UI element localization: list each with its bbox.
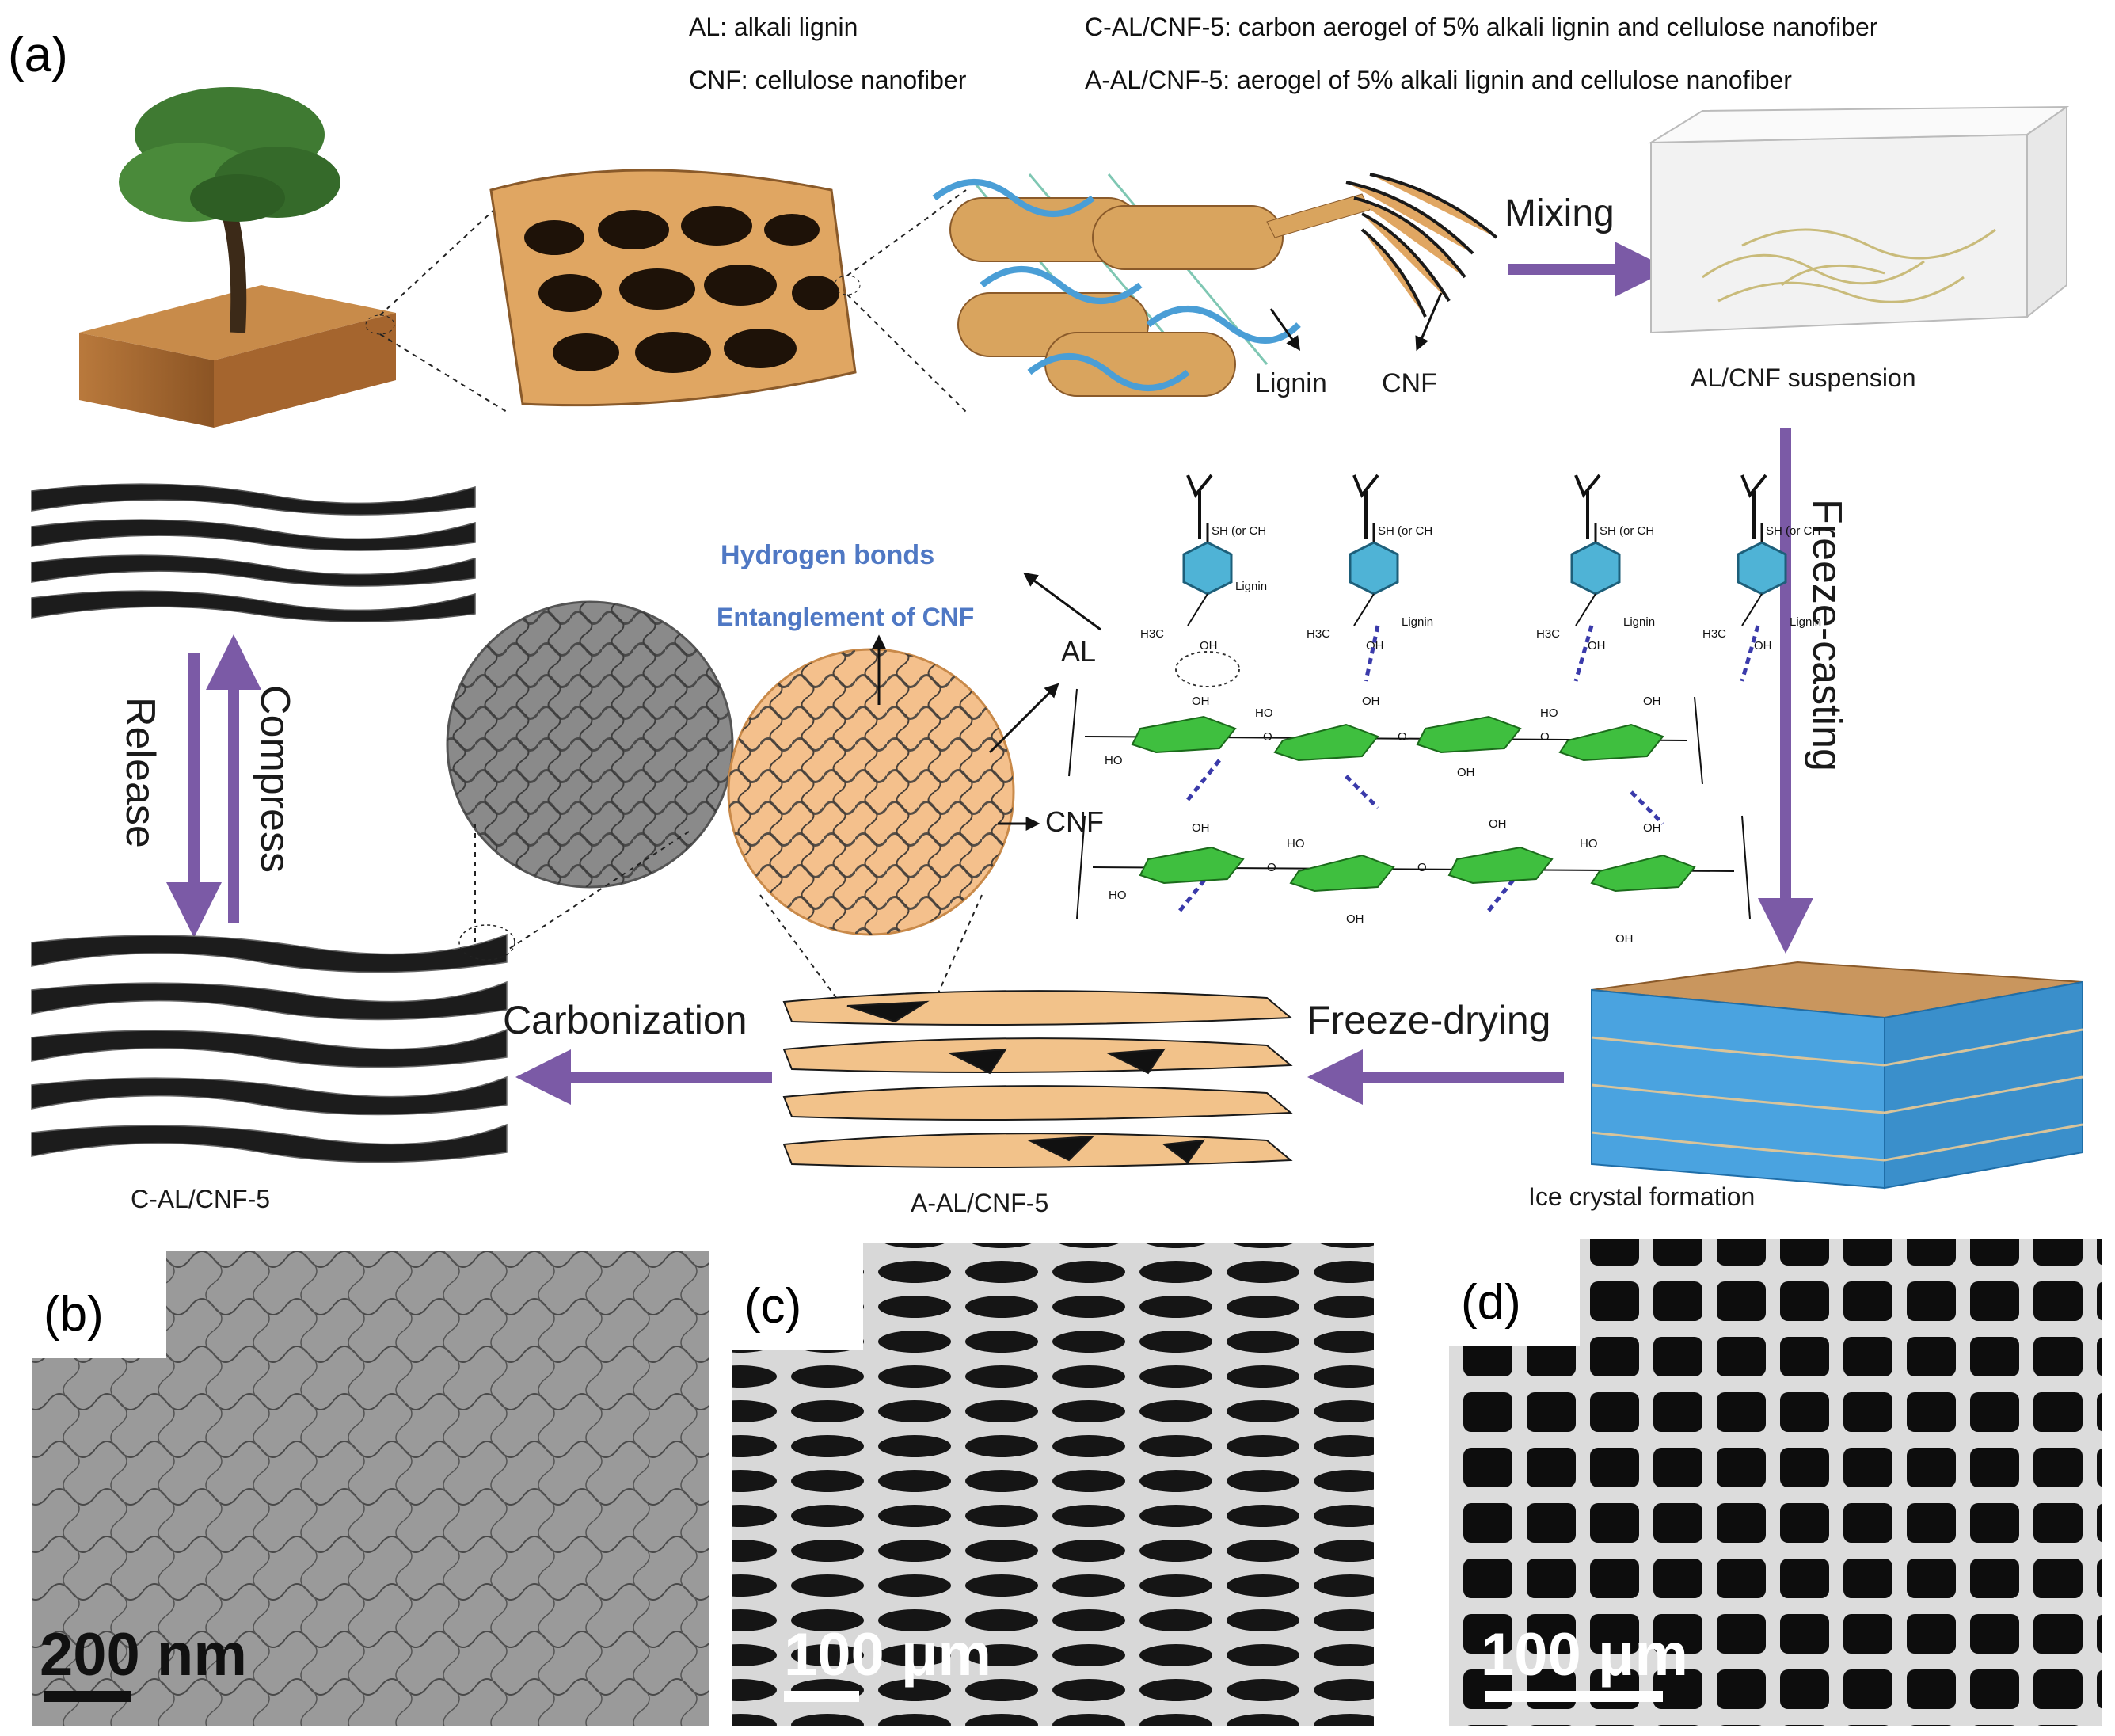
- scale-bar-c-label: 100 μm: [784, 1621, 991, 1688]
- legend-cnf: CNF: cellulose nanofiber: [689, 66, 967, 94]
- legend-c-al-cnf-5: C-AL/CNF-5: carbon aerogel of 5% alkali …: [1085, 13, 1878, 41]
- cnf-fiber-label: CNF: [1382, 368, 1437, 398]
- hydrogen-bonds-label: Hydrogen bonds: [721, 540, 934, 570]
- lignin-unit-4: [1182, 474, 1233, 626]
- carbonization-label: Carbonization: [503, 998, 747, 1042]
- compress-label: Compress: [252, 685, 298, 873]
- tree-illustration: [79, 87, 508, 428]
- cell-oh-2: OH: [1362, 695, 1380, 708]
- cell-oh-5: OH: [1192, 821, 1210, 835]
- microfibril-bundle: [932, 173, 1498, 397]
- ice-crystal-label: Ice crystal formation: [1528, 1182, 1755, 1211]
- legend-a-al-cnf-5: A-AL/CNF-5: aerogel of 5% alkali lignin …: [1085, 66, 1792, 94]
- cell-o-2: O: [1398, 730, 1407, 744]
- lignin-oh-label-1: OH: [1200, 639, 1218, 653]
- panel-label-b: (b): [44, 1287, 104, 1342]
- lignin-unit-3: [1349, 474, 1399, 626]
- lignin-sh-label-2: SH (or CH: [1378, 524, 1432, 538]
- lignin-sub-label-4: Lignin: [1790, 615, 1821, 629]
- cell-oh-1: OH: [1192, 695, 1210, 708]
- lignin-unit-1: [1570, 474, 1621, 626]
- carbon-fiber-zoom: [446, 600, 734, 951]
- compressed-carbon-aerogel: [31, 483, 476, 622]
- cell-ho-8: HO: [1580, 837, 1598, 851]
- cnf-pointer-label: CNF: [1045, 805, 1104, 838]
- methoxy-label-2: H3C: [1307, 627, 1330, 641]
- lignin-sh-label-4: SH (or CH: [1766, 524, 1820, 538]
- scale-bar-b-label: 200 nm: [40, 1621, 247, 1688]
- scale-bar-d-label: 100 μm: [1481, 1621, 1688, 1688]
- cellulose-chain-2: [1076, 815, 1751, 919]
- lignin-cnf-aerogel: [782, 990, 1293, 1168]
- methoxy-label-4: H3C: [1702, 627, 1726, 641]
- cell-oh-9: OH: [1615, 932, 1634, 946]
- a-al-cnf-5-caption: A-AL/CNF-5: [911, 1189, 1048, 1217]
- cell-ho-3: HO: [1540, 706, 1558, 720]
- lignin-oh-label-3: OH: [1588, 639, 1606, 653]
- al-pointer-label: AL: [1061, 635, 1096, 668]
- panel-label-a: (a): [8, 28, 68, 82]
- lignin-units: SH (or CH SH (or CH SH (or CH SH (or CH …: [1140, 474, 1821, 687]
- panel-label-c: (c): [744, 1279, 801, 1334]
- scale-bar-b: [44, 1691, 131, 1702]
- lignin-sh-label-3: SH (or CH: [1600, 524, 1654, 538]
- cell-o-5: O: [1267, 861, 1276, 874]
- cell-ho-2: HO: [1255, 706, 1273, 720]
- cell-o-6: O: [1417, 861, 1427, 874]
- aerogel-fiber-zoom: [727, 648, 1015, 1003]
- freeze-drying-label: Freeze-drying: [1307, 998, 1550, 1042]
- lignin-sub-label-2: Lignin: [1402, 615, 1433, 629]
- cellulose-labels: OH HO O HO OH O OH HO O OH OH HO O HO OH…: [1105, 695, 1661, 946]
- lignin-label: Lignin: [1255, 368, 1327, 398]
- ice-crystal-block: [1591, 961, 2083, 1190]
- cell-oh-7: OH: [1489, 817, 1507, 831]
- scale-bar-c: [784, 1691, 859, 1702]
- cell-ho-5: HO: [1109, 889, 1127, 902]
- lignin-sh-label-1: SH (or CH: [1212, 524, 1266, 538]
- cell-o-3: O: [1540, 730, 1550, 744]
- sem-image-d: (d) 100 μm: [1449, 1239, 2102, 1726]
- hydrogen-bond-dashes: [1178, 625, 1760, 912]
- cell-wall-structure: [489, 169, 967, 413]
- legend-al: AL: alkali lignin: [689, 13, 858, 41]
- scale-bar-d: [1485, 1691, 1663, 1702]
- entanglement-label: Entanglement of CNF: [717, 603, 974, 631]
- cell-ho-6: HO: [1287, 837, 1305, 851]
- methoxy-label-3: H3C: [1536, 627, 1560, 641]
- cell-oh-6: OH: [1346, 912, 1364, 926]
- hbond-highlight: [1175, 651, 1240, 687]
- al-pointer: [988, 683, 1059, 754]
- suspension-box: [1648, 105, 2070, 334]
- mixing-label: Mixing: [1504, 192, 1615, 234]
- suspension-label: AL/CNF suspension: [1691, 364, 1916, 392]
- freeze-casting-label: Freeze-casting: [1804, 499, 1850, 771]
- panel-label-d: (d): [1461, 1275, 1521, 1330]
- c-al-cnf-5-caption: C-AL/CNF-5: [131, 1185, 270, 1213]
- lignin-unit-2: [1737, 474, 1787, 626]
- cell-oh-3: OH: [1457, 766, 1475, 779]
- cellulose-chain-1: [1068, 688, 1703, 785]
- cell-oh-8: OH: [1643, 821, 1661, 835]
- cell-o-1: O: [1263, 730, 1272, 744]
- methoxy-label-1: H3C: [1140, 627, 1164, 641]
- lignin-sub-label-1: Lignin: [1235, 580, 1267, 593]
- release-label: Release: [117, 697, 163, 848]
- cell-oh-4: OH: [1643, 695, 1661, 708]
- lignin-oh-label-2: OH: [1366, 639, 1384, 653]
- lignin-oh-label-4: OH: [1754, 639, 1772, 653]
- carbon-aerogel: [31, 924, 515, 1163]
- lignin-sub-label-3: Lignin: [1623, 615, 1655, 629]
- cell-ho-1: HO: [1105, 754, 1123, 767]
- hbond-pointer: [1023, 572, 1101, 631]
- sem-image-c: (c) 100 μm: [732, 1243, 1374, 1726]
- tem-image-b: (b) 200 nm: [32, 1251, 709, 1726]
